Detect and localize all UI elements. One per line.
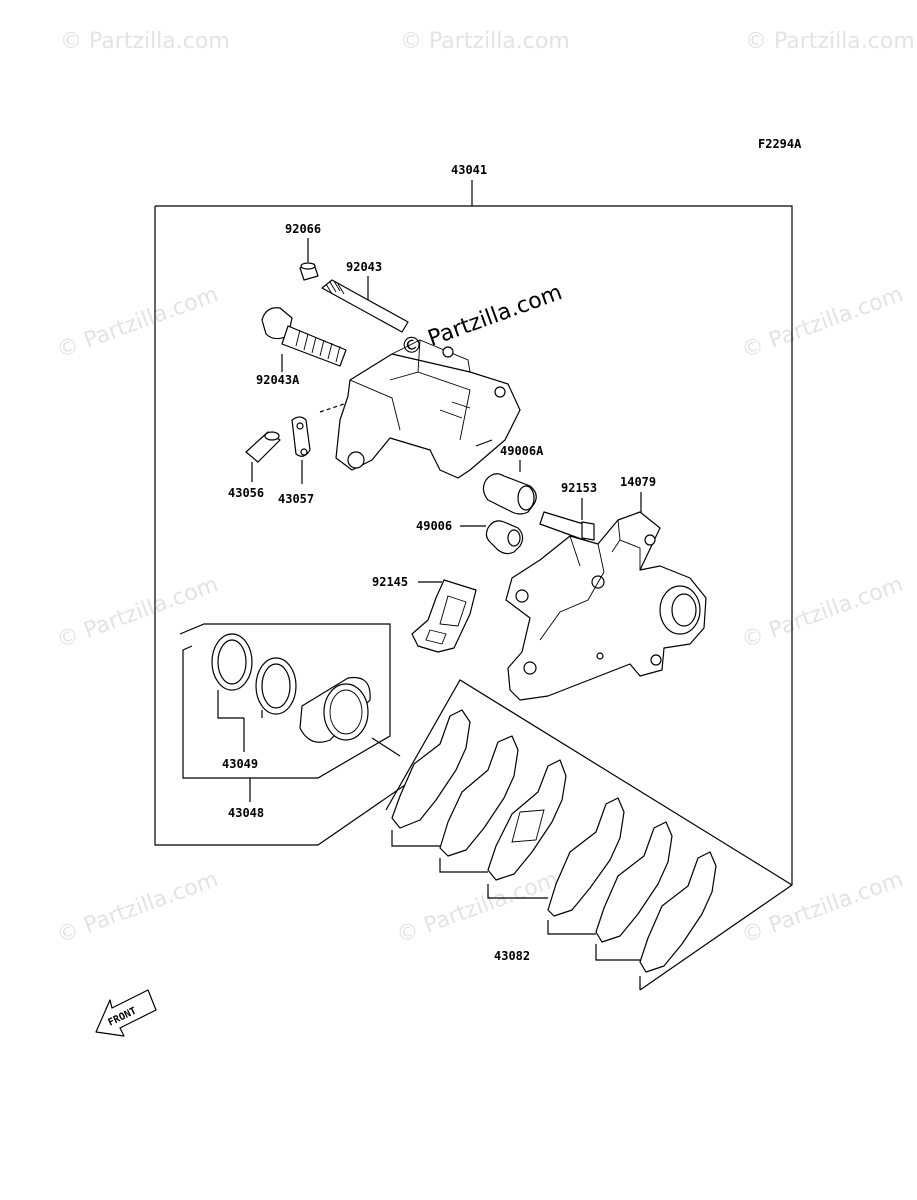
watermark: © Partzilla.com (739, 867, 907, 949)
label-49006[interactable]: 49006 (416, 519, 452, 533)
label-43056[interactable]: 43056 (228, 486, 264, 500)
watermark: © Partzilla.com (739, 282, 907, 364)
part-43048-43049[interactable]: 43049 43048 (179, 623, 401, 820)
watermark: © Partzilla.com (394, 867, 562, 949)
label-43082[interactable]: 43082 (494, 949, 530, 963)
label-92043[interactable]: 92043 (346, 260, 382, 274)
part-14079[interactable]: 14079 (505, 475, 707, 701)
watermark: © Partzilla.com (54, 867, 222, 949)
caliper-body (319, 339, 521, 479)
label-43057[interactable]: 43057 (278, 492, 314, 506)
label-49006A[interactable]: 49006A (500, 444, 544, 458)
assembly-frame: 43041 (154, 163, 793, 991)
watermark: © Partzilla.com (739, 572, 907, 654)
part-43082[interactable]: 43082 (385, 679, 793, 990)
watermark: © Partzilla.com (745, 29, 915, 54)
label-92066[interactable]: 92066 (285, 222, 321, 236)
part-49006A[interactable]: 49006A (475, 439, 544, 515)
watermark: © Partzilla.com (400, 29, 570, 54)
part-43056[interactable]: 43056 (228, 431, 281, 500)
watermark: © Partzilla.com (54, 572, 222, 654)
label-14079[interactable]: 14079 (620, 475, 656, 489)
label-92043A[interactable]: 92043A (256, 373, 300, 387)
label-43048[interactable]: 43048 (228, 806, 264, 820)
figure-code: F2294A (758, 137, 802, 151)
label-43041[interactable]: 43041 (451, 163, 487, 177)
part-92153[interactable]: 92153 (539, 481, 597, 541)
part-43057[interactable]: 43057 (278, 416, 314, 506)
part-49006[interactable]: 49006 (416, 519, 524, 555)
part-92145[interactable]: 92145 (372, 575, 477, 653)
label-43049[interactable]: 43049 (222, 757, 258, 771)
watermark: © Partzilla.com (54, 282, 222, 364)
watermark: © Partzilla.com (60, 29, 230, 54)
watermark-dark: © Partzilla.com (398, 280, 566, 362)
part-92043A[interactable]: 92043A (256, 307, 347, 387)
label-92145[interactable]: 92145 (372, 575, 408, 589)
part-92043[interactable]: 92043 (321, 260, 409, 333)
part-92066[interactable]: 92066 (285, 222, 321, 281)
label-92153[interactable]: 92153 (561, 481, 597, 495)
front-arrow-icon: FRONT (95, 989, 157, 1037)
